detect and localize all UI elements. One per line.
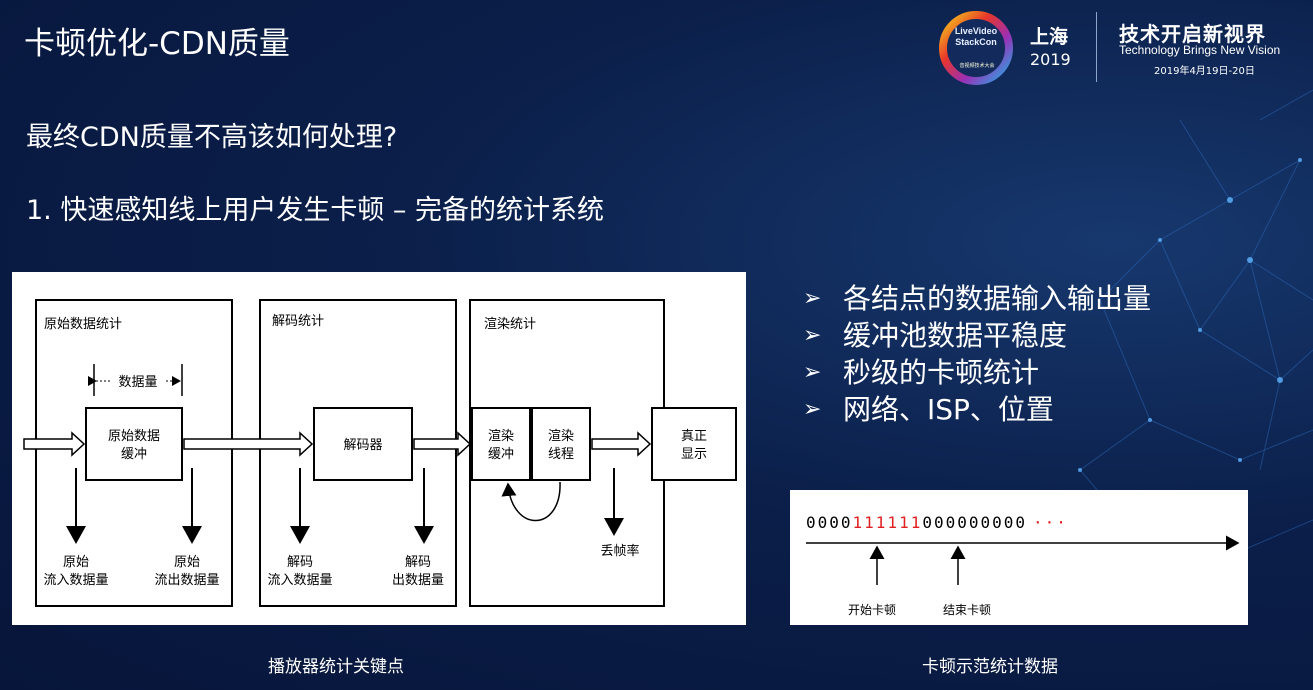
svg-text:显示: 显示 (681, 447, 707, 462)
raw-out-label: 原始 (174, 555, 200, 570)
feature-item: ➢缓冲池数据平稳度 (803, 319, 1068, 352)
stall-demo-panel: 0000111111000000000··· 开始卡顿 结束卡顿 (790, 490, 1248, 625)
question-text: 最终CDN质量不高该如何处理? (26, 122, 398, 153)
display-box (651, 407, 737, 481)
svg-text:流出数据量: 流出数据量 (154, 573, 219, 588)
svg-text:线程: 线程 (548, 447, 574, 462)
stall-sequence: 0000111111000000000··· (806, 513, 1068, 532)
decoder-to-render-arrow (413, 431, 472, 457)
decode-stats-title: 解码统计 (272, 314, 324, 329)
feature-list: ➢各结点的数据输入输出量 ➢缓冲池数据平稳度 ➢秒级的卡顿统计 ➢网络、ISP、… (803, 280, 1151, 428)
svg-text:原始数据: 原始数据 (108, 429, 160, 444)
render-to-display-arrow (591, 431, 652, 457)
svg-text:渲染: 渲染 (548, 429, 574, 444)
svg-text:真正: 真正 (681, 429, 707, 444)
decoder-box (313, 407, 413, 481)
raw-in-label: 原始 (63, 555, 89, 570)
stall-start-label: 开始卡顿 (848, 603, 896, 617)
input-flow-arrow (23, 431, 86, 457)
svg-text:渲染: 渲染 (488, 429, 514, 444)
raw-stats-title: 原始数据统计 (44, 317, 122, 332)
conference-date: 2019年4月19日-20日 (1154, 66, 1255, 77)
conference-city: 上海 (1030, 26, 1069, 48)
arrow-bullet-icon: ➢ (803, 360, 822, 385)
slide-title: 卡顿优化-CDN质量 (24, 26, 290, 62)
slogan-en: Technology Brings New Vision (1119, 43, 1281, 57)
raw-stats-frame (35, 299, 233, 607)
decode-stats-frame (259, 299, 457, 607)
svg-text:解码器: 解码器 (343, 438, 382, 453)
arrow-bullet-icon: ➢ (803, 397, 822, 422)
render-stats-title: 渲染统计 (484, 317, 536, 332)
render-buffer-box (471, 407, 531, 481)
data-volume-label: 数据量 (118, 375, 157, 390)
drop-rate-label: 丢帧率 (600, 543, 639, 559)
raw-buffer-box (85, 407, 183, 481)
svg-text:缓冲: 缓冲 (121, 447, 147, 462)
slogan-cn: 技术开启新视界 (1119, 22, 1266, 46)
conference-year: 2019 (1030, 50, 1071, 69)
header-divider (1096, 12, 1097, 82)
feature-item: ➢各结点的数据输入输出量 (803, 282, 1152, 315)
decode-out-label: 解码 (405, 555, 431, 570)
svg-text:流入数据量: 流入数据量 (43, 573, 108, 588)
player-stats-diagram: 原始数据统计 解码统计 渲染统计 数据量 原始数据 缓冲 解码器 渲染 缓冲 渲… (12, 272, 746, 625)
feature-item: ➢网络、ISP、位置 (803, 393, 1054, 426)
decode-in-label: 解码 (287, 555, 313, 570)
stall-demo-caption: 卡顿示范统计数据 (922, 657, 1058, 677)
stall-end-label: 结束卡顿 (943, 603, 991, 617)
feature-item: ➢秒级的卡顿统计 (803, 356, 1040, 389)
svg-text:缓冲: 缓冲 (488, 447, 514, 462)
flow-diagram-caption: 播放器统计关键点 (268, 657, 404, 677)
svg-text:流入数据量: 流入数据量 (267, 573, 332, 588)
arrow-bullet-icon: ➢ (803, 286, 822, 311)
render-loop-arrow (501, 481, 561, 522)
raw-to-decoder-arrow (183, 431, 314, 457)
arrow-bullet-icon: ➢ (803, 323, 822, 348)
render-thread-box (531, 407, 591, 481)
svg-text:出数据量: 出数据量 (392, 573, 444, 588)
point-text: 1. 快速感知线上用户发生卡顿 – 完备的统计系统 (26, 195, 605, 226)
